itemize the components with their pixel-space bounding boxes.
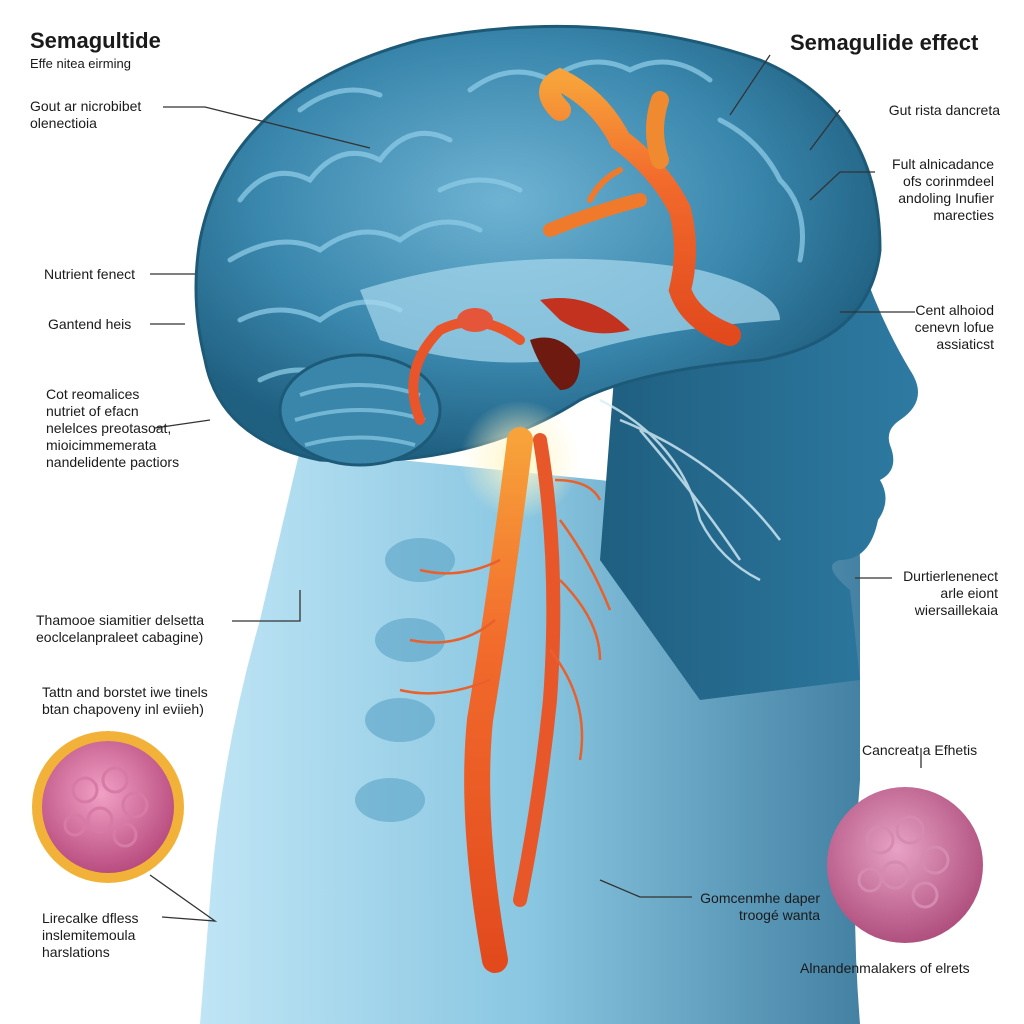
nerve-structures xyxy=(408,67,741,973)
label-alnanden: Alnandenmalakers of elrets xyxy=(800,960,970,976)
right-cell-texture xyxy=(857,815,950,909)
label-cancreat: Cancreat a Efhetis xyxy=(862,742,978,758)
pituitary xyxy=(457,308,493,332)
nerve-branches xyxy=(399,478,612,761)
label-nutrient-fenect: Nutrient fenect xyxy=(44,266,136,282)
label-gantend-heis: Gantend heis xyxy=(48,316,132,332)
brainstem-opening xyxy=(530,337,580,390)
left-cell xyxy=(42,741,174,873)
title-left: Semagultide xyxy=(30,28,161,53)
neck-nerves xyxy=(599,398,781,582)
label-gut-rista: Gut rista dancreta xyxy=(888,102,1000,118)
hypothalamus xyxy=(540,298,630,334)
subtitle-left: Effe nitea eirming xyxy=(30,56,131,71)
title-right: Semagulide effect xyxy=(790,30,979,55)
brain xyxy=(194,24,882,463)
vertebrae xyxy=(355,538,455,822)
leader-lines xyxy=(149,54,922,922)
left-cell-texture xyxy=(63,766,149,848)
